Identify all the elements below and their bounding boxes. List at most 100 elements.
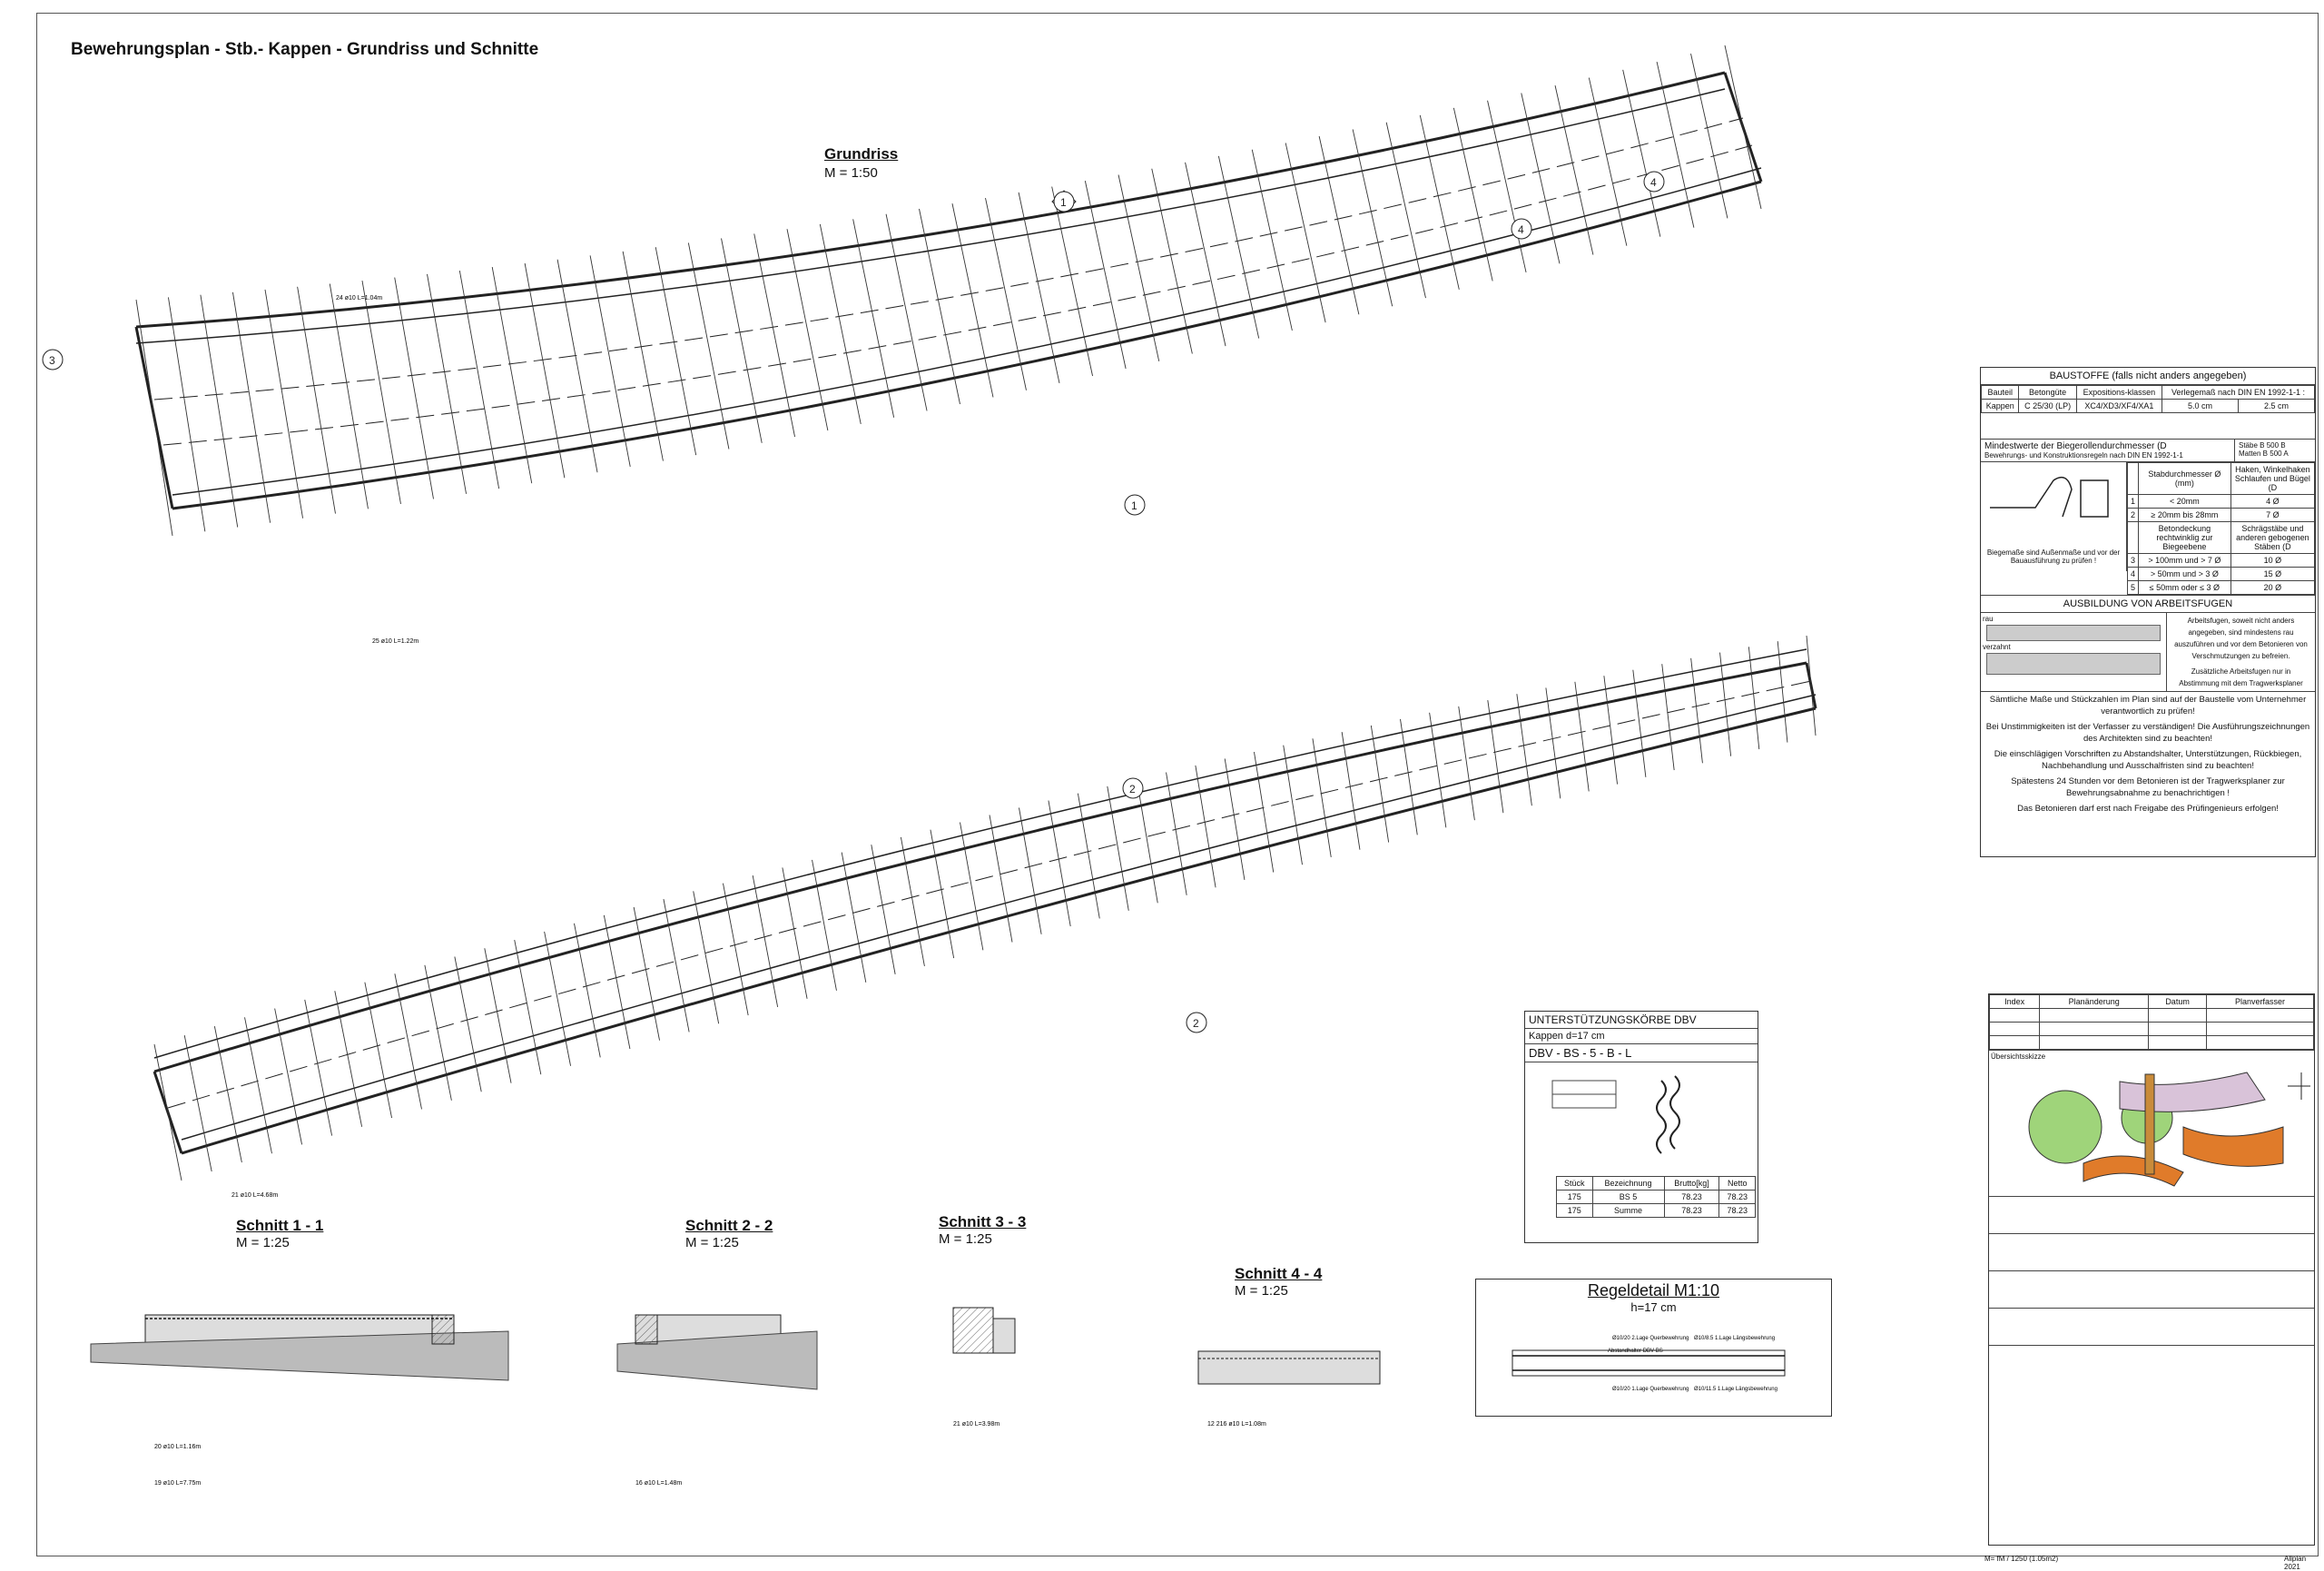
rebar-line	[622, 251, 664, 461]
footer-left: M= fM / 1250 (1.05m2)	[1984, 1555, 2059, 1563]
baustoffe-cell: C 25/30 (LP)	[2018, 399, 2077, 413]
schnitt11-section: 20 ø10 L=1.16m 19 ø10 L=7.75m	[90, 1314, 509, 1487]
svg-text:21 ø10 L=3.98m: 21 ø10 L=3.98m	[953, 1421, 1000, 1428]
rebar-line	[1690, 53, 1728, 219]
rebar-line	[1588, 77, 1628, 246]
schnitt22-scale: M = 1:25	[685, 1235, 739, 1250]
rebar-line	[1084, 181, 1127, 370]
rebar-line	[812, 859, 837, 991]
schnitt33-title: Schnitt 3 - 3	[939, 1213, 1027, 1230]
rau-sketch	[1986, 625, 2161, 641]
rebar-line	[1251, 149, 1293, 331]
rebar-line	[524, 262, 566, 479]
rebar-line	[786, 229, 829, 431]
rebar-line	[819, 223, 862, 425]
rebar-line	[919, 208, 960, 405]
rebar-line	[1107, 786, 1129, 911]
rebar-line	[1285, 143, 1326, 323]
svg-text:Ø10/20 1.Lage Querbewehrung: Ø10/20 1.Lage Querbewehrung	[1612, 1387, 1689, 1392]
rebar-line	[1370, 725, 1390, 843]
rebar-line	[985, 197, 1027, 390]
general-note-4: Spätestens 24 Stunden vor dem Betonieren…	[2011, 776, 2285, 798]
biegerollen-col2: Haken, Winkelhaken Schlaufen und Bügel (…	[2230, 462, 2316, 495]
section-marker-2a: 2	[1122, 777, 1144, 799]
dbv-line1: Kappen d=17 cm	[1525, 1029, 1758, 1044]
rebar-line	[1283, 745, 1303, 865]
baustoffe-header-exposition: Expositions-klassen	[2075, 385, 2163, 400]
regeldetail-sketch: Ø10/20 2.Lage Querbewehrung Ø10/8.5 1.La…	[1512, 1336, 1786, 1392]
rebar-line	[1661, 664, 1675, 771]
baustoffe-cell: XC4/XD3/XF4/XA1	[2075, 399, 2163, 413]
schnitt22-section: 16 ø10 L=1.48m	[616, 1314, 818, 1487]
rebar-line	[454, 956, 482, 1092]
rebar-line	[1516, 694, 1532, 806]
svg-text:3: 3	[49, 354, 55, 367]
bar-mark-c: 21 ø10 L=4.68m	[231, 1192, 278, 1199]
grundriss-drawing: 1 1 2 2 3 4 4 24 ø10 L=1.04m 25 ø10 L=1.…	[42, 44, 1817, 1199]
svg-text:4: 4	[1650, 176, 1657, 189]
general-note-1: Sämtliche Maße und Stückzahlen im Plan s…	[1989, 695, 2307, 716]
rebar-line	[589, 255, 631, 468]
verzahnt-label: verzahnt	[1983, 643, 2011, 651]
rebar-line	[1419, 114, 1460, 290]
revision-header-date: Datum	[2148, 994, 2207, 1009]
schnitt33-scale: M = 1:25	[939, 1231, 992, 1247]
rebar-line	[274, 1008, 302, 1145]
bar-mark-a: 24 ø10 L=1.04m	[336, 295, 382, 301]
dbv-line2: DBV - BS - 5 - B - L	[1525, 1044, 1758, 1062]
rebar-line	[264, 289, 303, 519]
section-marker-3: 3	[42, 349, 64, 371]
rebar-line	[153, 1043, 182, 1181]
rebar-line	[752, 874, 779, 1008]
rebar-line	[1429, 712, 1447, 828]
rebar-line	[232, 291, 271, 523]
overview-label: Übersichtsskizze	[1991, 1052, 2046, 1061]
rebar-line	[1748, 647, 1760, 750]
rebar-line	[1195, 765, 1216, 888]
rebar-line	[782, 867, 808, 999]
revision-table: Index Planänderung Datum Planverfasser	[1988, 994, 2315, 1050]
svg-text:Ø10/8.5 1.Lage Längsbewehrung: Ø10/8.5 1.Lage Längsbewehrung	[1694, 1336, 1775, 1341]
schnitt11-title: Schnitt 1 - 1	[236, 1217, 324, 1234]
rebar-line	[574, 923, 601, 1058]
drawing-title: Bewehrungsplan - Stb.- Kappen - Grundris…	[71, 40, 539, 59]
title-block: Index Planänderung Datum Planverfasser Ü…	[1988, 993, 2315, 1546]
rebar-line	[1554, 84, 1594, 255]
bar-mark-b: 25 ø10 L=1.22m	[372, 638, 419, 645]
regeldetail-subtitle: h=17 cm	[1630, 1300, 1677, 1314]
baustoffe-cell: 5.0 cm	[2162, 399, 2239, 413]
rebar-line	[1217, 155, 1260, 339]
schnitt11-scale: M = 1:25	[236, 1235, 290, 1250]
biegerollen-subtitle: Bewehrungs- und Konstruktionsregeln nach…	[1984, 451, 2183, 459]
rebar-line	[1077, 793, 1100, 919]
rebar-line	[900, 836, 925, 967]
rebar-line	[1458, 706, 1475, 821]
rebar-line	[394, 973, 422, 1110]
regeldetail-panel: Regeldetail M1:10 h=17 cm Ø10/20 2.Lage …	[1475, 1279, 1832, 1417]
lower-strip-bars	[153, 635, 1817, 1181]
arbeitsfugen-title: AUSBILDUNG VON ARBEITSFUGEN	[1981, 595, 2315, 613]
overview-sketch: Übersichtsskizze	[1989, 1050, 2314, 1196]
rebar-line	[1051, 186, 1093, 377]
rebar-line	[1690, 657, 1703, 764]
rebar-line	[135, 299, 173, 537]
rebar-line	[687, 242, 730, 450]
general-note-2: Bei Unstimmigkeiten ist der Verfasser zu…	[1985, 722, 2310, 744]
rebar-line	[1719, 652, 1732, 756]
rebar-line	[721, 238, 763, 443]
legend-panel: BAUSTOFFE (falls nicht anders angegeben)…	[1980, 367, 2316, 857]
rebar-line	[885, 213, 928, 411]
rau-label: rau	[1983, 615, 1994, 623]
rebar-line	[183, 1034, 212, 1172]
rebar-line	[491, 267, 533, 484]
svg-text:20 ø10 L=1.16m: 20 ø10 L=1.16m	[154, 1444, 201, 1450]
revision-header-index: Index	[1988, 994, 2041, 1009]
svg-text:12 216 ø10 L=1.08m: 12 216 ø10 L=1.08m	[1207, 1421, 1266, 1428]
svg-text:4: 4	[1518, 223, 1524, 236]
svg-text:19 ø10 L=7.75m: 19 ø10 L=7.75m	[154, 1480, 201, 1487]
rebar-line	[1724, 44, 1762, 210]
section-marker-2b: 2	[1186, 1012, 1207, 1033]
rebar-line	[655, 247, 697, 456]
rebar-line	[1632, 669, 1647, 777]
